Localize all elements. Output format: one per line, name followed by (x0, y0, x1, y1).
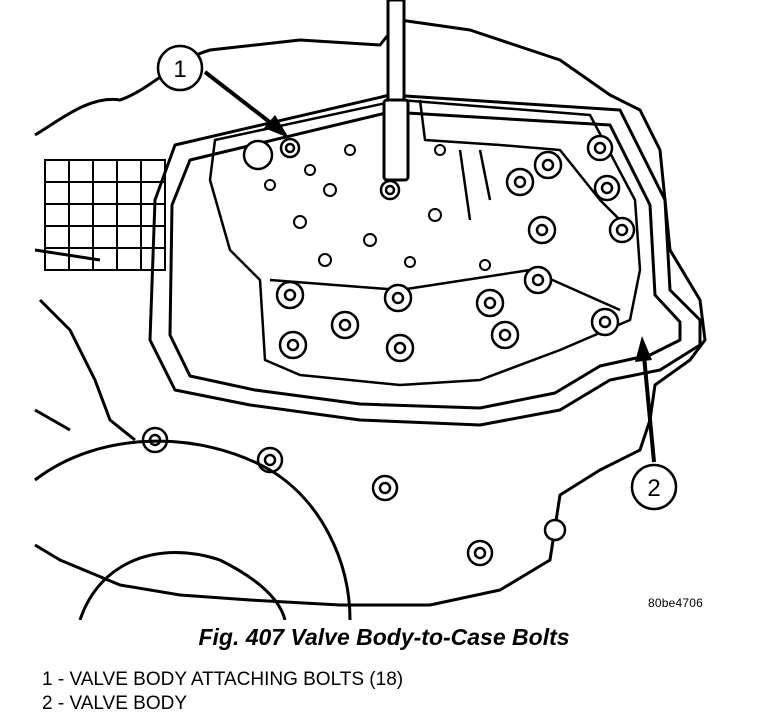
gasket-flange (148, 93, 702, 427)
figure-caption: Fig. 407 Valve Body-to-Case Bolts (198, 624, 570, 650)
image-id: 80be4706 (648, 596, 703, 610)
callout-2-label: 2 (647, 475, 660, 502)
callout-1-label: 1 (173, 56, 186, 83)
case-flange-bolts (141, 426, 567, 567)
callout-2: 2 (630, 336, 678, 511)
legend: 1 - VALVE BODY ATTACHING BOLTS (18) 2 - … (42, 668, 403, 716)
valve-body-illustration: 1 2 (34, 0, 707, 620)
callout-1: 1 (156, 44, 289, 138)
socket-extension (382, 0, 410, 182)
plate-holes (264, 144, 491, 271)
legend-item-1: 1 - VALVE BODY ATTACHING BOLTS (18) (42, 669, 404, 690)
case-grid (44, 159, 166, 271)
converter-housing (34, 408, 352, 620)
valve-body (208, 98, 642, 387)
valve-body-bolts (242, 134, 636, 363)
legend-item-2: 2 - VALVE BODY (42, 693, 188, 714)
